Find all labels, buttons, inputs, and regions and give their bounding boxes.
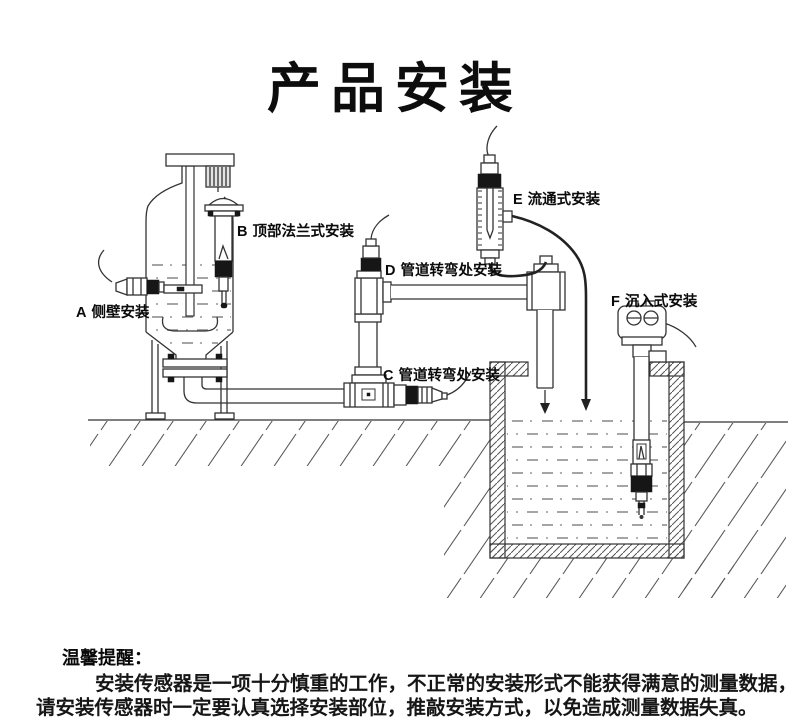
sensor-d-pipe-elbow xyxy=(356,214,390,279)
page-title: 产品安装 xyxy=(267,59,523,119)
label-letter: D xyxy=(385,263,396,279)
cable xyxy=(446,370,472,396)
cable xyxy=(97,249,113,283)
note-line-1: 安装传感器是一项十分慎重的工作，不正常的安装形式不能获得满意的测量数据， xyxy=(95,673,790,695)
label-letter: B xyxy=(237,224,248,240)
label-letter: E xyxy=(513,192,523,208)
flow-arrow xyxy=(540,403,550,414)
cable xyxy=(486,125,498,158)
label-text: 顶部法兰式安装 xyxy=(252,224,354,240)
tank-legs xyxy=(151,340,228,413)
ground xyxy=(88,419,788,598)
pipe-network xyxy=(343,277,527,408)
tee-d xyxy=(354,277,384,315)
outlet-elbow xyxy=(183,377,344,404)
bottom-flange xyxy=(162,358,228,368)
cable xyxy=(370,214,390,240)
sensor-c-pipe-elbow xyxy=(393,370,472,406)
sensor-f-submersible xyxy=(617,300,697,519)
note-heading: 温馨提醒： xyxy=(62,648,152,668)
note-line-2: 请安装传感器时一定要认真选择安装部位，推敲安装方式，以免造成测量数据失真。 xyxy=(36,697,758,719)
label-letter: F xyxy=(611,294,620,310)
label-text: 管道转弯处安装 xyxy=(398,368,500,384)
label-text: 沉入式安装 xyxy=(624,294,698,310)
label-text: 管道转弯处安装 xyxy=(400,263,502,279)
sensor-b-top-flange xyxy=(204,197,244,309)
label-letter: C xyxy=(383,368,394,384)
flow-cell-e xyxy=(476,125,591,411)
tube-to-tee xyxy=(488,261,548,278)
motor-plate xyxy=(165,153,235,167)
label-letter: A xyxy=(76,305,87,321)
flow-arrow xyxy=(581,399,591,411)
label-text: 侧壁安装 xyxy=(91,305,150,321)
mount-clamp xyxy=(648,350,667,363)
tube-to-pit xyxy=(511,214,588,400)
down-pipe-tee xyxy=(526,255,566,414)
sensor-a-side-wall xyxy=(97,249,203,296)
pit-tank xyxy=(489,361,685,559)
cable xyxy=(663,322,697,348)
agitator-paddle xyxy=(161,316,219,332)
label-text: 流通式安装 xyxy=(527,192,601,208)
